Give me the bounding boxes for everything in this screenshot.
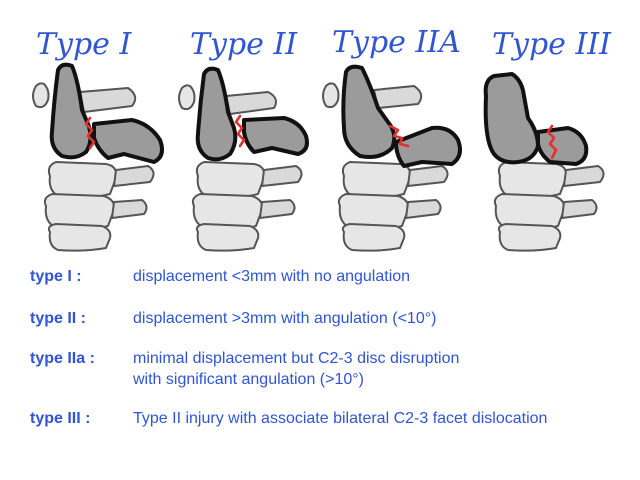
panel-title: Type II [190, 27, 298, 62]
fracture-line [388, 124, 410, 148]
legend-line: Type II injury with associate bilateral … [133, 410, 548, 427]
c2-body [483, 72, 540, 165]
lower-vertebrae [43, 161, 155, 252]
lower-vertebrae [337, 161, 449, 252]
atlas-ring [322, 82, 340, 109]
legend-row-type-2a: type IIa : minimal displacement but C2-3… [30, 348, 630, 390]
panel-title: Type III [492, 27, 612, 62]
fracture-line [546, 124, 558, 160]
legend-line: with significant angulation (>10°) [133, 371, 364, 388]
fracture-line [234, 114, 246, 148]
c2-posterior-arch [242, 116, 309, 156]
panel-title: Type IIA [332, 25, 461, 60]
legend-term: type II : [30, 310, 87, 327]
panel-type-1: Type I [32, 27, 164, 252]
legend-description: displacement >3mm with angulation (<10°) [133, 308, 630, 329]
c2-body [341, 64, 397, 159]
lower-vertebrae [493, 161, 605, 252]
panel-title: Type I [36, 27, 132, 62]
legend-description: Type II injury with associate bilateral … [133, 408, 630, 429]
lower-vertebrae [191, 161, 303, 252]
atlas-ring [178, 84, 196, 111]
legend-term: type IIa : [30, 350, 95, 367]
panel-type-3: Type III [483, 27, 612, 252]
legend-line: minimal displacement but C2-3 disc disru… [133, 350, 460, 367]
legend-line: displacement >3mm with angulation (<10°) [133, 310, 437, 327]
c2-posterior-arch [92, 118, 164, 164]
c2-posterior-arch [394, 125, 462, 168]
classification-legend: type I : displacement <3mm with no angul… [30, 266, 630, 429]
legend-term: type I : [30, 268, 82, 285]
c1-posterior-arch [373, 85, 423, 109]
legend-row-type-2: type II : displacement >3mm with angulat… [30, 308, 630, 329]
atlas-ring [32, 82, 50, 109]
c1-posterior-arch [225, 91, 277, 115]
c2-body [49, 62, 93, 160]
hangmans-fracture-diagram: Type I Type II Type IIA Type III [32, 25, 612, 252]
panel-type-2a: Type IIA [322, 25, 462, 252]
legend-description: minimal displacement but C2-3 disc disru… [133, 348, 630, 390]
panel-type-2: Type II [178, 27, 309, 252]
fracture-line [84, 116, 96, 150]
c2-posterior-arch [536, 126, 589, 166]
c1-posterior-arch [79, 87, 137, 113]
legend-line: displacement <3mm with no angulation [133, 268, 411, 285]
legend-term: type III : [30, 410, 91, 427]
legend-row-type-3: type III : Type II injury with associate… [30, 408, 630, 429]
c2-body [195, 66, 238, 162]
legend-description: displacement <3mm with no angulation [133, 266, 630, 287]
legend-row-type-1: type I : displacement <3mm with no angul… [30, 266, 630, 287]
